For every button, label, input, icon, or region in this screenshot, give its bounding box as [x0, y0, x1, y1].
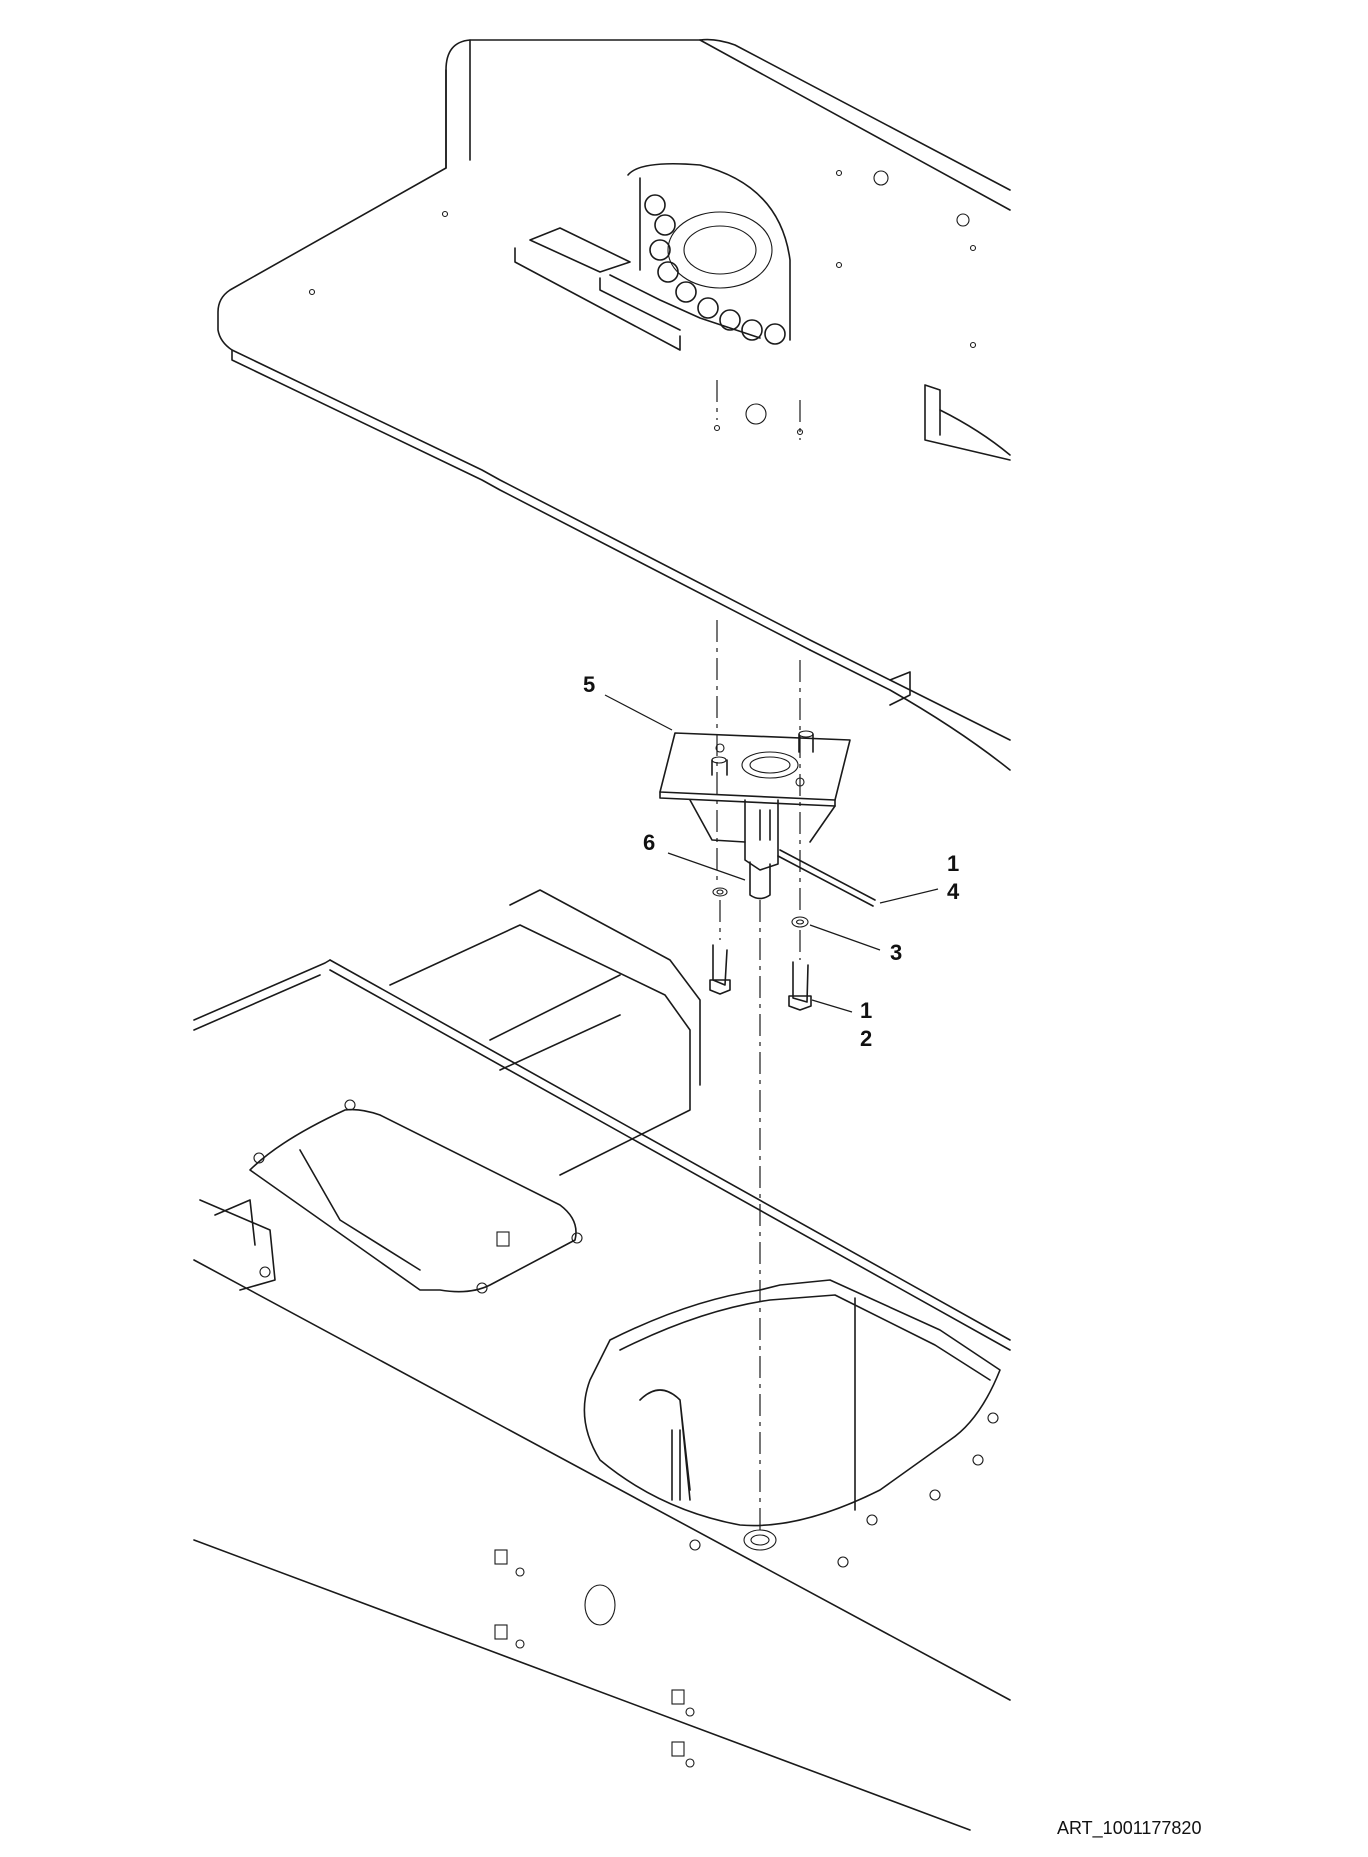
art-id-label: ART_1001177820 [1057, 1818, 1202, 1838]
callout-6-label: 6 [643, 830, 655, 855]
callout-5-label: 5 [583, 672, 595, 697]
callout-6: 6 [643, 830, 746, 881]
upper-turntable-plate [217, 38, 1011, 771]
callout-1-2-line-2: 2 [860, 1026, 872, 1051]
callout-1-2-line-1: 1 [860, 998, 872, 1023]
pivot-plate-assembly [659, 620, 876, 1530]
callout-5: 5 [583, 672, 673, 731]
callout-1-4: 1 4 [879, 851, 960, 904]
callout-1-2: 1 2 [811, 998, 872, 1051]
bolt-ring [644, 194, 786, 345]
lower-frame [193, 889, 1011, 1831]
callout-1-4-line-1: 1 [947, 851, 959, 876]
callout-3-label: 3 [890, 940, 902, 965]
callout-3: 3 [809, 924, 902, 965]
callout-1-4-line-2: 4 [947, 879, 960, 904]
